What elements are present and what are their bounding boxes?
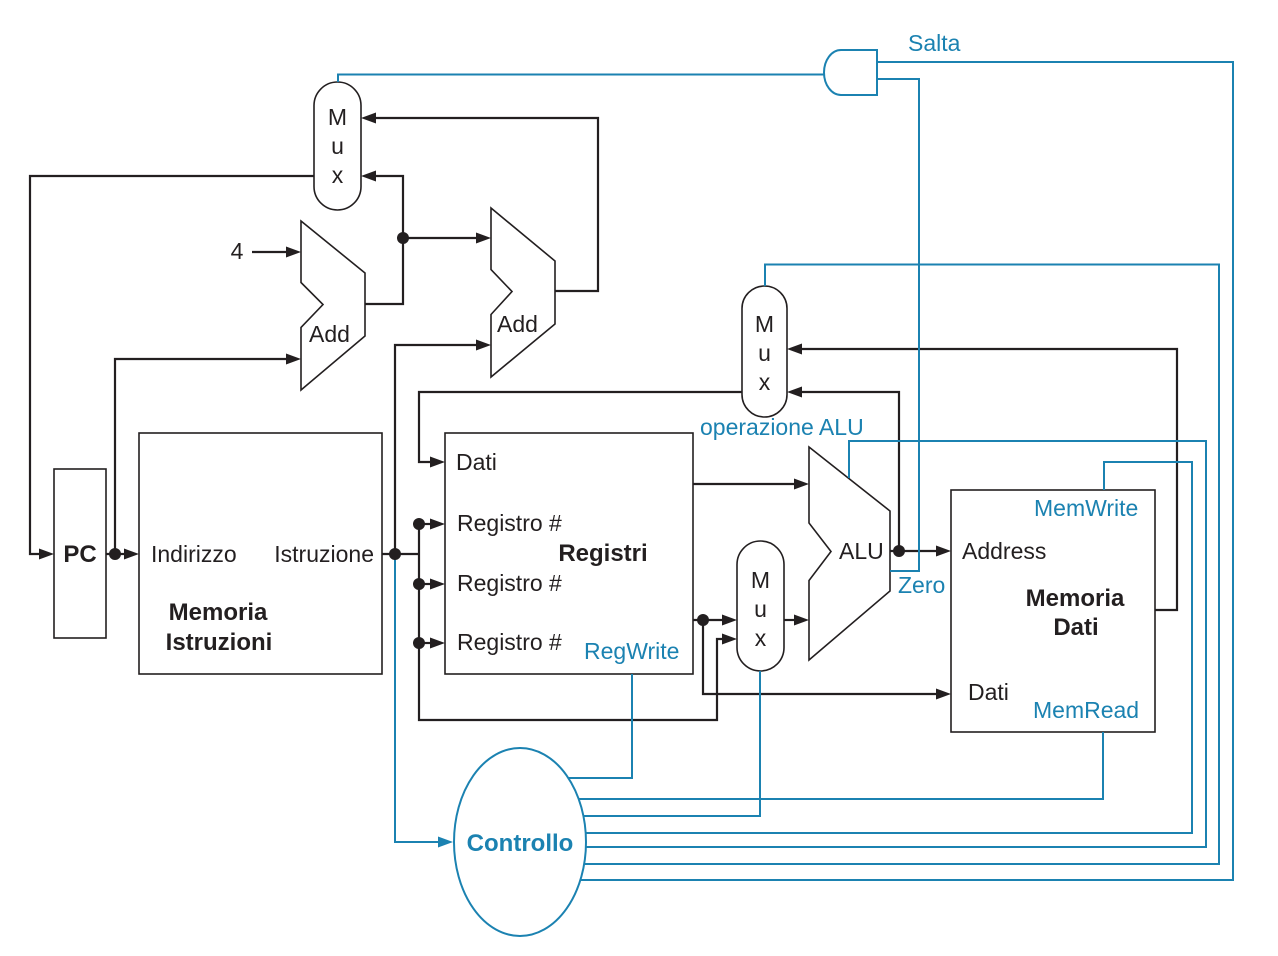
svg-text:x: x xyxy=(332,162,344,188)
svg-text:M: M xyxy=(328,104,347,130)
svg-text:u: u xyxy=(758,340,771,366)
svg-text:u: u xyxy=(331,133,344,159)
svg-text:Controllo: Controllo xyxy=(467,830,574,857)
svg-text:4: 4 xyxy=(231,238,244,264)
svg-text:x: x xyxy=(759,369,771,395)
svg-text:u: u xyxy=(754,596,767,622)
svg-text:Dati: Dati xyxy=(456,449,497,475)
svg-text:Registro #: Registro # xyxy=(457,629,562,655)
svg-text:Istruzioni: Istruzioni xyxy=(166,629,273,656)
svg-text:x: x xyxy=(755,625,767,651)
svg-text:Salta: Salta xyxy=(908,30,961,56)
svg-text:Zero: Zero xyxy=(898,572,945,598)
svg-text:Add: Add xyxy=(309,321,350,347)
svg-text:Memoria: Memoria xyxy=(1026,585,1125,612)
svg-text:Registro #: Registro # xyxy=(457,570,562,596)
svg-text:ALU: ALU xyxy=(839,538,884,564)
svg-text:operazione ALU: operazione ALU xyxy=(700,414,864,440)
svg-text:Dati: Dati xyxy=(1053,614,1098,641)
svg-text:Memoria: Memoria xyxy=(169,599,268,626)
svg-text:Address: Address xyxy=(962,538,1046,564)
svg-text:MemRead: MemRead xyxy=(1033,697,1139,723)
svg-text:Add: Add xyxy=(497,311,538,337)
svg-text:M: M xyxy=(755,311,774,337)
svg-text:RegWrite: RegWrite xyxy=(584,638,679,664)
svg-text:Registro #: Registro # xyxy=(457,510,562,536)
svg-text:Indirizzo: Indirizzo xyxy=(151,541,237,567)
svg-text:PC: PC xyxy=(63,541,96,568)
svg-text:Istruzione: Istruzione xyxy=(274,541,374,567)
svg-text:M: M xyxy=(751,567,770,593)
svg-text:Registri: Registri xyxy=(558,540,647,567)
svg-text:Dati: Dati xyxy=(968,679,1009,705)
svg-text:MemWrite: MemWrite xyxy=(1034,495,1138,521)
